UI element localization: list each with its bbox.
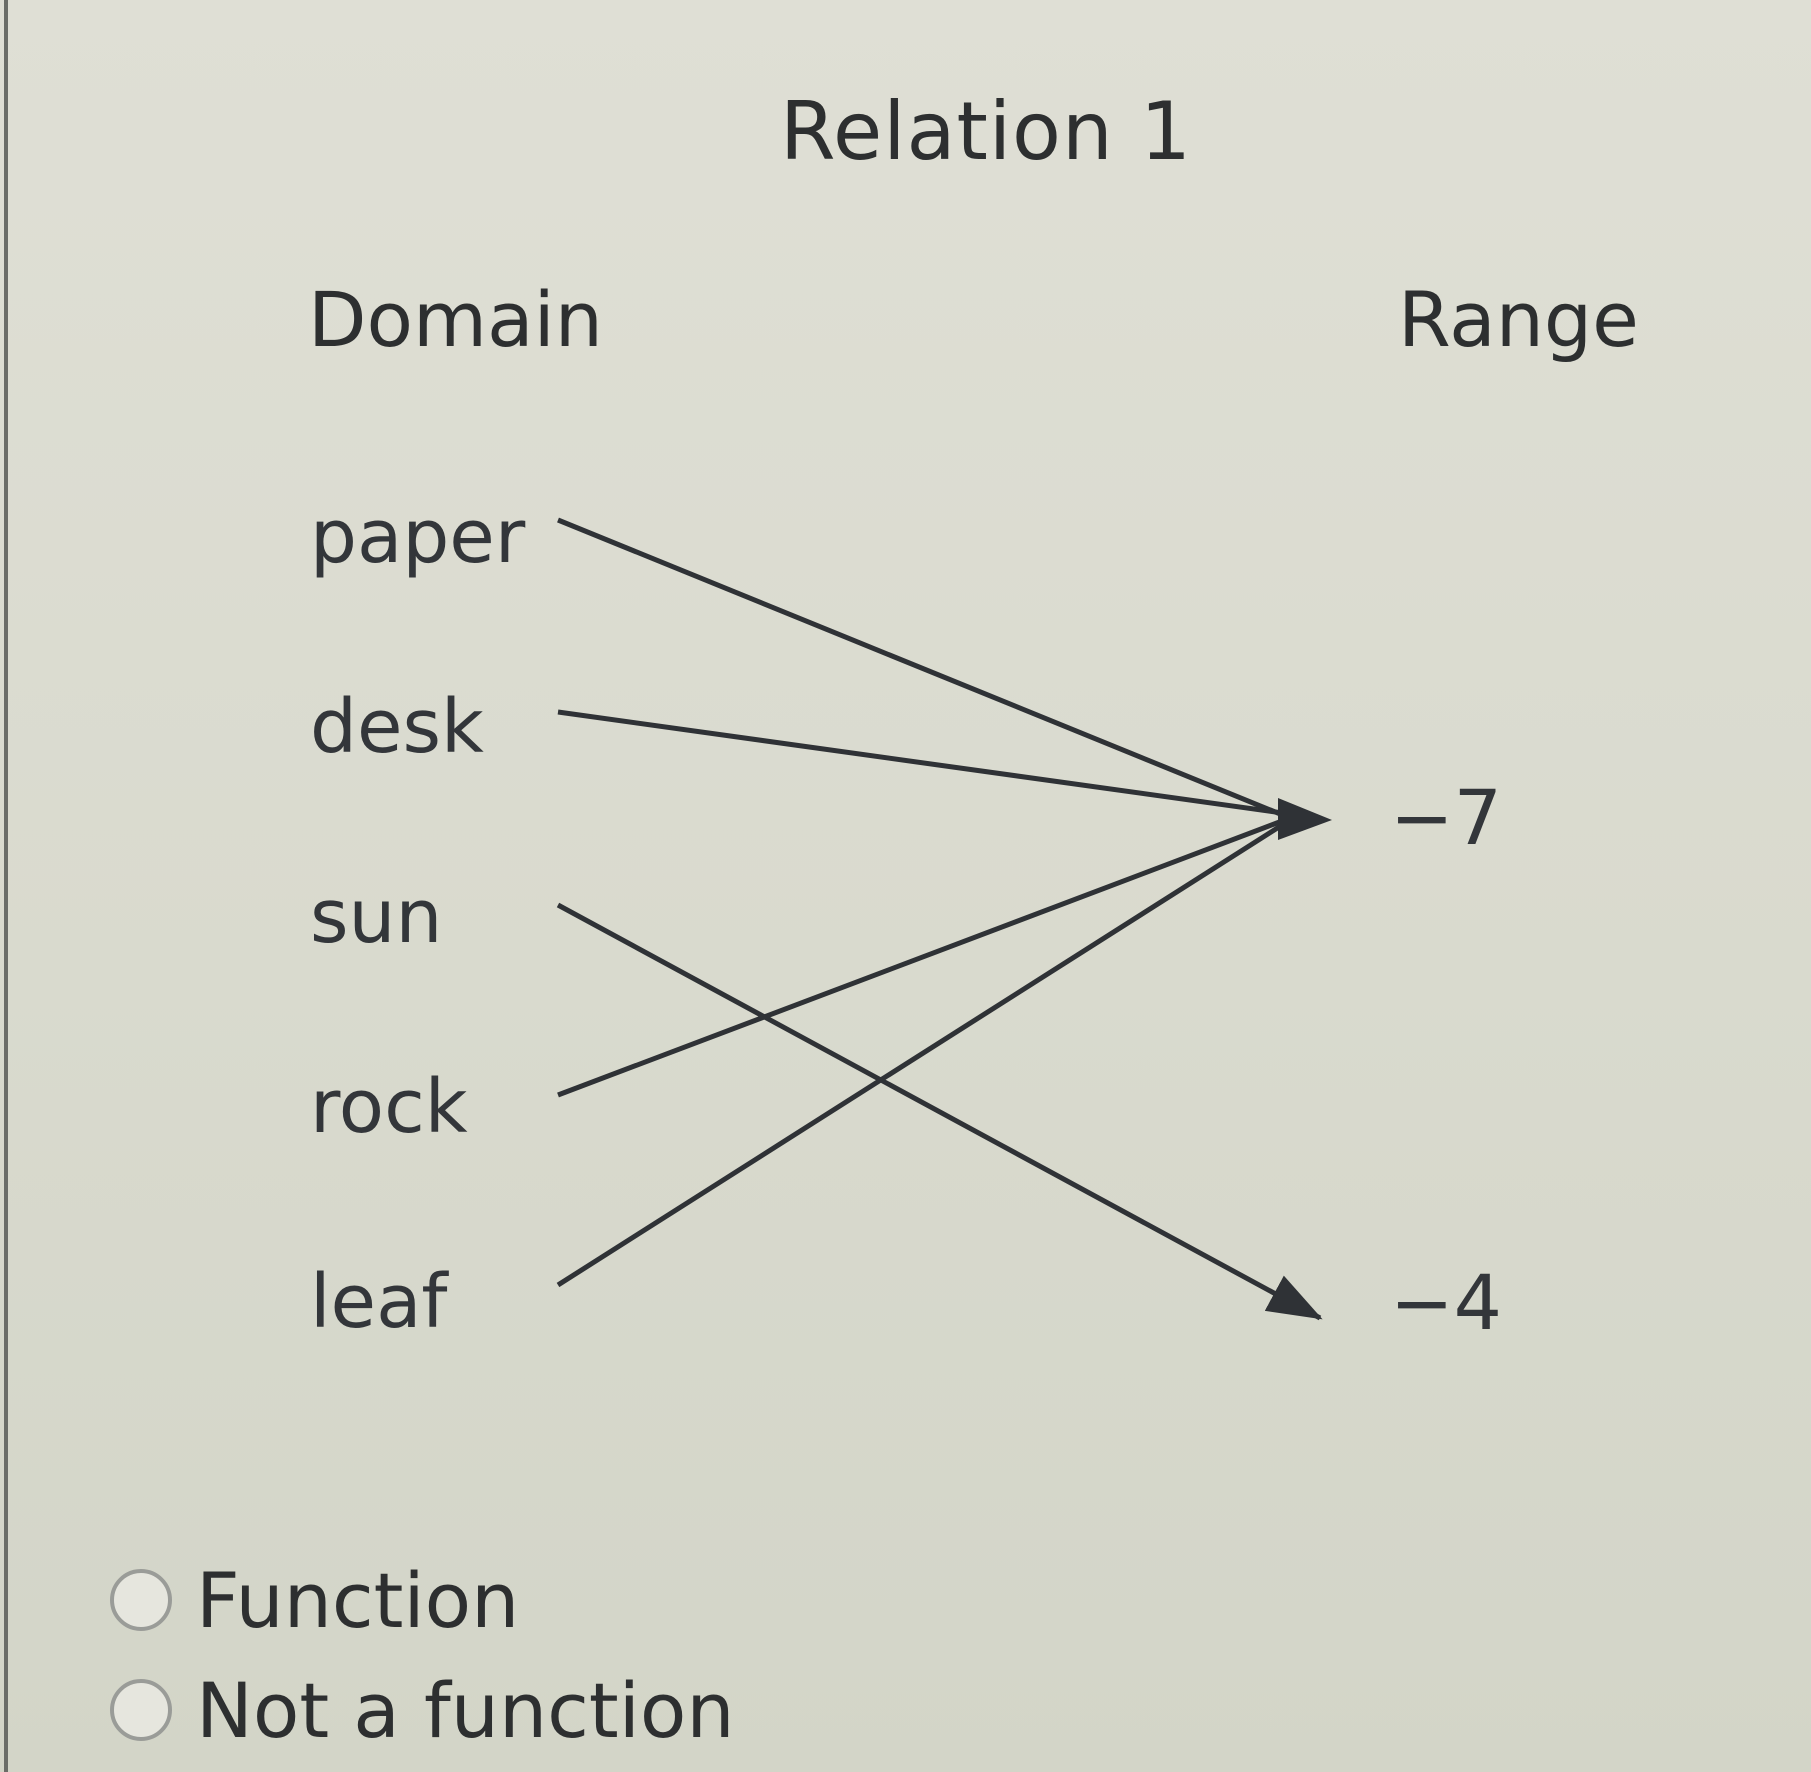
- option-function-label: Function: [196, 1555, 520, 1645]
- arrow-sun-to-neg4: [556, 902, 1323, 1321]
- range-item-neg4: −4: [1390, 1258, 1503, 1347]
- arrow-rock-to-neg7: [557, 815, 1291, 1098]
- domain-header: Domain: [308, 275, 603, 364]
- domain-item-sun: sun: [310, 874, 443, 960]
- radio-not-a-function[interactable]: [110, 1679, 172, 1741]
- domain-item-desk: desk: [310, 684, 484, 770]
- domain-item-leaf: leaf: [310, 1259, 448, 1345]
- domain-item-rock: rock: [310, 1064, 468, 1150]
- domain-item-paper: paper: [310, 494, 526, 580]
- answer-options: Function Not a function: [110, 1545, 735, 1765]
- radio-function[interactable]: [110, 1569, 172, 1631]
- arrow-desk-to-neg7: [557, 709, 1291, 817]
- arrow-paper-to-neg7: [557, 517, 1291, 821]
- arrow-leaf-to-neg7: [556, 817, 1292, 1288]
- range-header: Range: [1398, 275, 1639, 364]
- option-not-a-function[interactable]: Not a function: [110, 1655, 735, 1765]
- arrowhead-neg7: [1278, 798, 1332, 840]
- option-function[interactable]: Function: [110, 1545, 735, 1655]
- relation-title: Relation 1: [780, 85, 1193, 178]
- left-border: [4, 0, 8, 1772]
- range-item-neg7: −7: [1390, 773, 1503, 862]
- option-not-a-function-label: Not a function: [196, 1665, 735, 1755]
